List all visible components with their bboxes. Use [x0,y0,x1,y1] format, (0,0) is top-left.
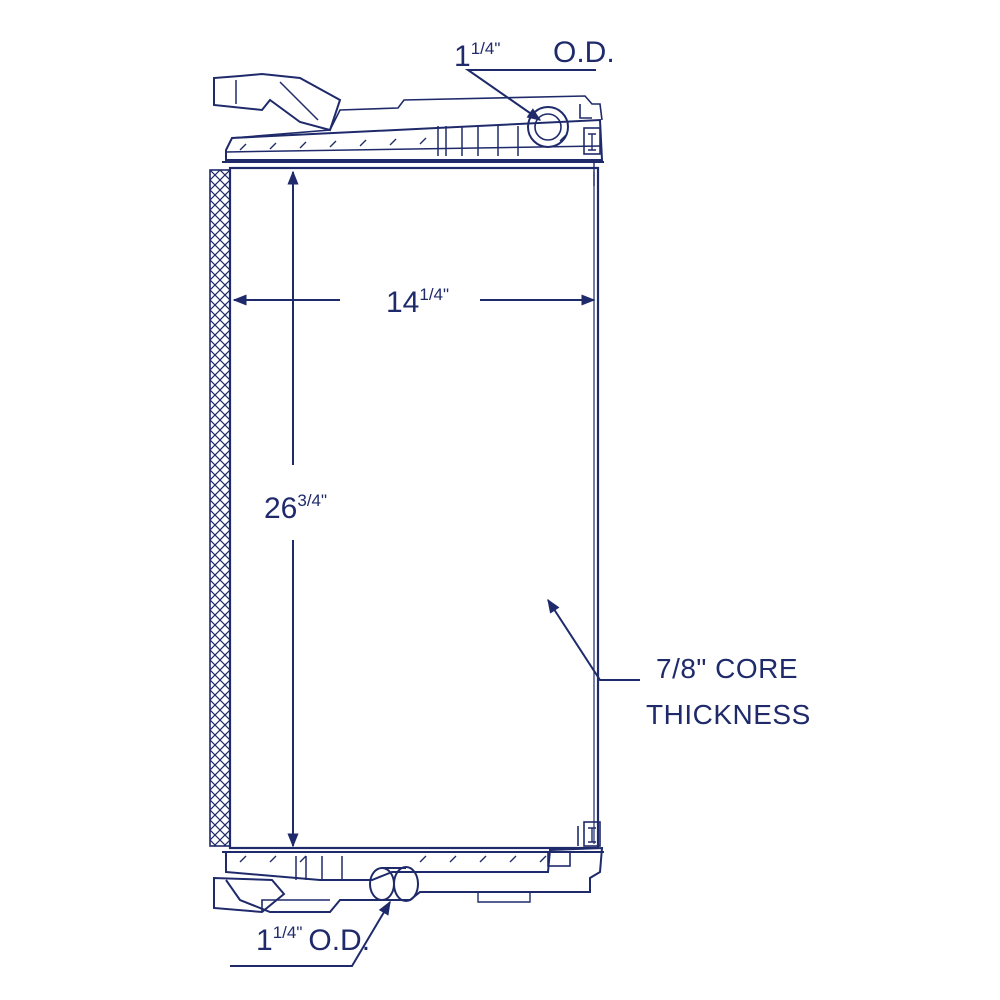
width-label: 141/4" [386,285,449,319]
height-label: 263/4" [264,491,327,525]
bottom-outlet-pipe-icon [369,866,419,902]
top-tank [213,72,604,163]
core-thickness-label-line1: 7/8" CORE [656,653,798,684]
core-thickness-label-line2: THICKNESS [646,699,811,730]
bottom-tank [213,821,604,914]
core-thickness-leader [547,598,640,681]
bottom-outlet-leader [230,900,391,967]
top-outlet-leader [464,69,596,121]
top-outlet-pipe-icon [527,106,569,148]
bottom-outlet-label: 11/4"O.D. [256,923,370,957]
top-outlet-label: 11/4" [454,39,500,73]
top-outlet-od-label: O.D. [553,36,615,69]
side-seal-hatching [209,169,231,847]
